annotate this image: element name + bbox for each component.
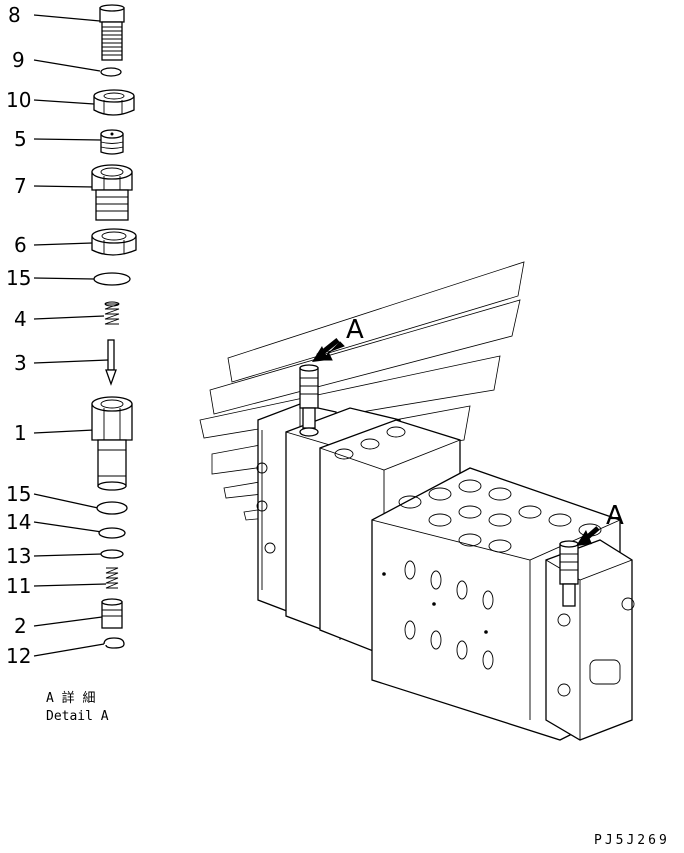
part-5-cap [100,129,124,155]
callout-9: 9 [12,48,25,72]
part-4-spring [104,301,120,325]
part-8-plug [99,4,125,61]
part-12-snap-ring [103,637,125,649]
callout-4: 4 [14,307,27,331]
callout-7: 7 [14,174,27,198]
part-10-nut [93,89,135,116]
part-11-spring [105,567,119,589]
view-mark-a-left: A [346,315,364,345]
callout-10: 10 [6,88,31,112]
callout-15-bottom: 15 [6,482,31,506]
callout-8: 8 [8,3,21,27]
part-6-locknut [91,228,137,256]
leader-lines [33,14,109,657]
part-7-adjuster [91,164,133,221]
view-mark-a-right: A [606,501,624,531]
callout-5: 5 [14,127,27,151]
callout-6: 6 [14,233,27,257]
callout-3: 3 [14,351,27,375]
detail-caption-en: Detail A [46,709,109,724]
relief-valve-installed-left [299,364,319,437]
part-15-oring-top [93,272,131,286]
callout-12: 12 [6,644,31,668]
view-arrow-left [312,338,345,362]
drawing-code: PJ5J269 [594,833,670,848]
part-3-poppet [105,339,117,386]
view-arrow-right [576,526,600,546]
relief-valve-installed-right [559,540,579,607]
part-13-ring [100,549,124,559]
part-15-oring-bottom [96,501,128,515]
part-1-valve-body [91,396,133,491]
detail-caption-jp: A 詳 細 [46,690,95,706]
part-14-backup-ring [98,527,126,539]
callout-2: 2 [14,614,27,638]
callout-1: 1 [14,421,27,445]
part-9-ring [100,67,122,77]
callout-14: 14 [6,510,31,534]
part-2-piston [101,598,123,629]
control-valve-block [256,403,635,741]
callout-11: 11 [6,574,31,598]
callout-15-top: 15 [6,266,31,290]
callout-13: 13 [6,544,31,568]
